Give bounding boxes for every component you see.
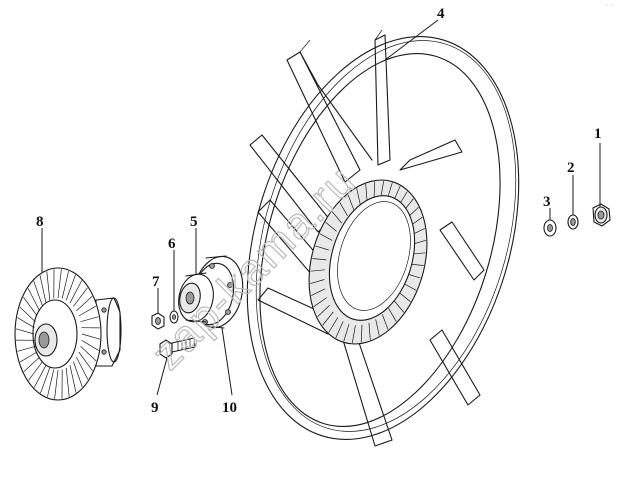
hub-rib xyxy=(319,233,333,241)
hub-rib xyxy=(373,181,376,200)
hub-washer-part-6 xyxy=(169,310,179,324)
clutch-fin xyxy=(80,346,97,362)
clutch-fin xyxy=(39,275,47,303)
clutch-fin xyxy=(69,280,83,303)
nut-part-1 xyxy=(592,203,611,227)
hub-rib xyxy=(407,273,421,279)
hub-rib xyxy=(328,317,339,333)
hub-rib xyxy=(315,245,329,251)
clutch-fin xyxy=(73,361,83,388)
clutch-fin xyxy=(65,274,76,301)
fan-impeller xyxy=(246,29,520,447)
hub-rib xyxy=(403,283,417,291)
clutch-fin xyxy=(57,269,62,299)
callout-6: 6 xyxy=(168,236,176,252)
clutch-fin xyxy=(69,365,77,393)
hub-rib xyxy=(311,288,326,296)
cooling-fins xyxy=(16,269,100,399)
callout-4: 4 xyxy=(437,6,445,22)
clutch-fin xyxy=(23,296,38,317)
clutch-fin xyxy=(27,288,40,312)
hub-rib xyxy=(381,314,389,330)
clutch-fin xyxy=(81,333,100,340)
clutch-fin xyxy=(81,339,99,351)
leader-lines xyxy=(41,19,601,396)
hub-rib xyxy=(310,279,325,285)
callout-10: 10 xyxy=(222,400,237,416)
hub-rib xyxy=(368,322,371,341)
clutch-fin xyxy=(65,367,70,397)
viscous-fan-clutch-part-8 xyxy=(14,267,122,401)
clutch-fin xyxy=(76,296,93,312)
callout-8: 8 xyxy=(36,214,44,230)
clutch-fin xyxy=(17,317,35,329)
hub-rib xyxy=(375,319,380,336)
clutch-fin xyxy=(17,345,36,352)
hub-rib xyxy=(360,324,363,343)
callout-3: 3 xyxy=(543,194,551,210)
hub-rib xyxy=(322,311,334,326)
hub-rib xyxy=(365,183,368,202)
corner-mark: ~ ~ xyxy=(606,3,613,9)
clutch-fin xyxy=(76,356,89,380)
clutch-fin xyxy=(73,287,88,307)
hub-rib xyxy=(335,321,344,339)
clutch-fin xyxy=(78,351,93,372)
callout-7: 7 xyxy=(152,274,160,290)
hub-rib xyxy=(325,221,337,232)
clutch-fin xyxy=(54,369,59,399)
clutch-fin xyxy=(19,306,36,322)
hub-rib xyxy=(388,308,397,322)
callout-2: 2 xyxy=(567,160,575,176)
clutch-fin xyxy=(61,271,69,299)
hub-rib xyxy=(313,297,328,308)
hub-rib xyxy=(343,324,350,342)
clutch-fin xyxy=(33,280,43,307)
callout-5: 5 xyxy=(190,214,198,230)
hub-rib xyxy=(317,304,330,318)
clutch-fin xyxy=(78,305,97,317)
clutch-fin xyxy=(40,367,51,394)
hub-rib xyxy=(394,300,405,313)
hub-rib xyxy=(310,269,325,272)
hub-ribs xyxy=(310,181,426,343)
clutch-fin xyxy=(28,361,43,381)
clutch-fin xyxy=(33,365,47,388)
clutch-fin xyxy=(19,351,38,363)
callout-labels: 1 2 3 4 5 6 7 8 9 10 xyxy=(36,6,602,416)
spring-washer-part-2 xyxy=(567,214,579,230)
hub-rib xyxy=(339,202,348,216)
hub-rib xyxy=(351,325,356,343)
clutch-fin xyxy=(47,369,55,397)
callout-9: 9 xyxy=(151,400,159,416)
bolt-part-9 xyxy=(159,337,196,359)
clutch-fin xyxy=(16,328,35,335)
clutch-fin xyxy=(23,356,40,372)
hub-nut-part-7 xyxy=(151,312,165,330)
hub-rib xyxy=(356,188,361,205)
fan-hub-part-5 xyxy=(178,272,214,323)
hub-rib xyxy=(399,292,411,303)
hub-rib xyxy=(347,194,355,210)
flat-washer-part-3 xyxy=(543,219,557,237)
hub-rib xyxy=(312,258,327,261)
clutch-fin xyxy=(80,316,99,323)
clutch-fin xyxy=(46,271,51,301)
hub-rib xyxy=(331,211,342,224)
callout-1: 1 xyxy=(594,126,602,142)
